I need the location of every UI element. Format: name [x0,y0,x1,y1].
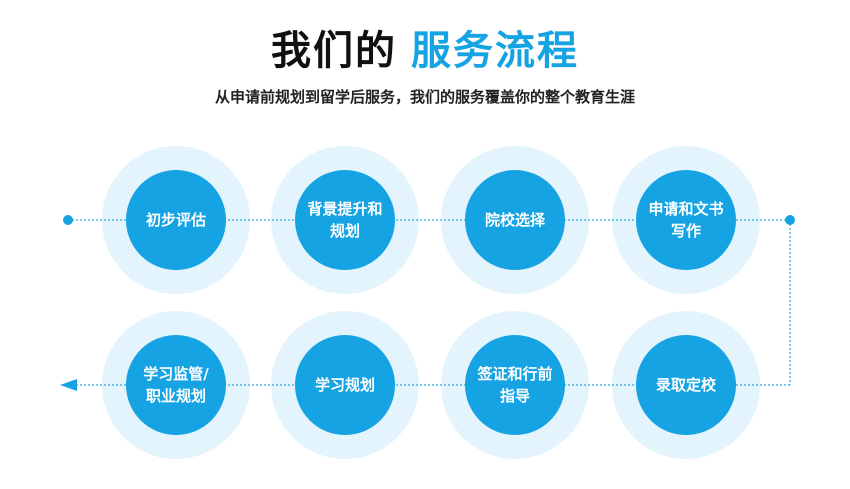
step-4: 申请和文书写作 [636,170,736,270]
step-2: 背景提升和规划 [295,170,395,270]
step-6: 签证和行前指导 [465,335,565,435]
step-label: 申请和文书写作 [648,200,724,240]
step-label: 签证和行前指导 [477,365,553,405]
step-7: 学习规划 [295,335,395,435]
step-3: 院校选择 [465,170,565,270]
step-8: 学习监管/职业规划 [126,335,226,435]
step-label: 院校选择 [484,211,545,229]
step-1: 初步评估 [126,170,226,270]
title-part2: 服务流程 [411,28,579,74]
arrow-left-icon [60,379,77,391]
step-label: 学习规划 [314,376,375,394]
step-5: 录取定校 [636,335,736,435]
subtitle: 从申请前规划到留学后服务，我们的服务覆盖你的整个教育生涯 [214,88,635,106]
page-title: 我们的服务流程 [0,18,850,76]
title-part1: 我们的 [271,28,397,74]
turn-dot-icon [785,215,795,225]
step-label: 学习监管/职业规划 [143,365,209,405]
step-label: 背景提升和规划 [307,200,383,240]
start-dot-icon [63,215,73,225]
step-label: 初步评估 [145,211,206,229]
step-label: 录取定校 [655,376,716,394]
